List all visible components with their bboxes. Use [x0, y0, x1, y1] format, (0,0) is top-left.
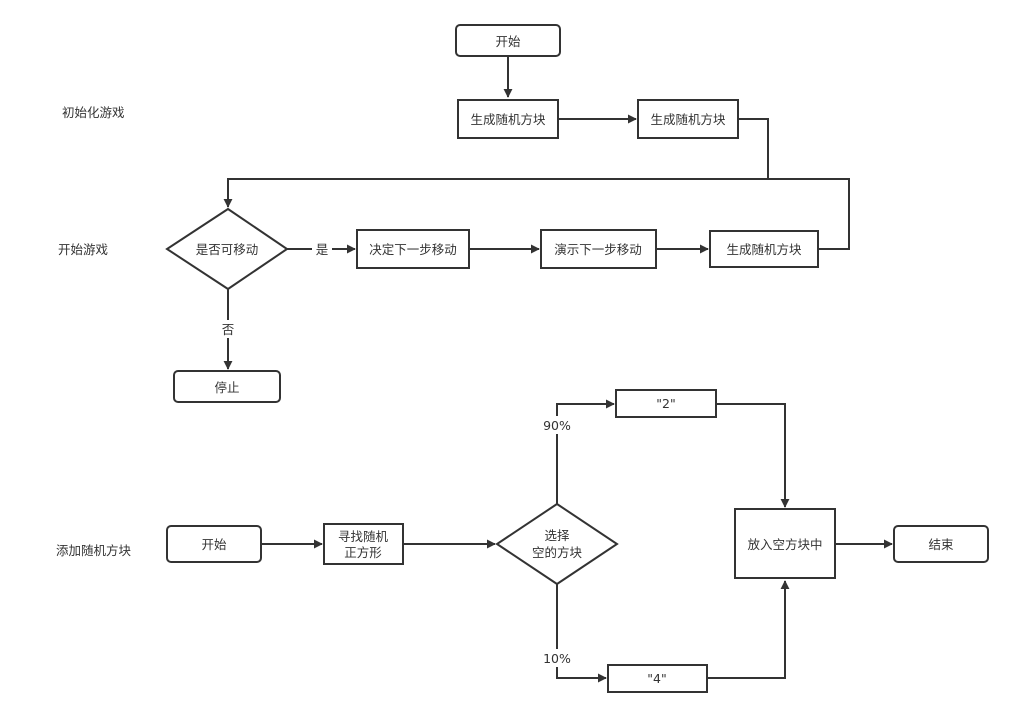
lane-label-play: 开始游戏 — [58, 242, 108, 257]
node-end-label: 结束 — [928, 537, 954, 552]
node-value-4 — [607, 664, 708, 693]
node-gen-random-1-label: 生成随机方块 — [470, 112, 546, 127]
node-value-2 — [615, 389, 717, 418]
node-gen-random-3-label: 生成随机方块 — [726, 242, 802, 257]
node-place-empty-tile — [734, 508, 836, 579]
edge-label-no: 否 — [222, 322, 235, 337]
node-decide-next-move-label: 决定下一步移动 — [369, 242, 457, 257]
node-gen-random-3 — [709, 230, 819, 268]
node-start-add — [166, 525, 262, 563]
edge-4-to-place — [707, 580, 790, 679]
edge-label-90: 90% — [543, 418, 571, 433]
edge-choose-to-2 — [556, 399, 615, 504]
edge-label-no-bg — [218, 320, 238, 338]
node-find-random-square — [323, 523, 404, 565]
node-stop — [173, 370, 281, 403]
node-value-4-label: "4" — [647, 671, 666, 686]
node-choose-empty-decision — [495, 502, 619, 586]
node-value-2-label: "2" — [656, 396, 675, 411]
node-demo-next-move — [540, 229, 657, 269]
node-start-label: 开始 — [495, 34, 521, 49]
node-gen-random-2 — [637, 99, 739, 139]
node-can-move-label: 是否可移动 — [196, 242, 259, 257]
node-can-move-decision — [165, 207, 289, 291]
lane-label-init: 初始化游戏 — [62, 105, 125, 120]
edge-2-to-place — [716, 403, 790, 508]
node-start — [455, 24, 561, 57]
edge-label-90-bg — [539, 416, 575, 434]
node-demo-next-move-label: 演示下一步移动 — [554, 242, 642, 257]
node-gen-random-1 — [457, 99, 559, 139]
node-decide-next-move — [356, 229, 470, 269]
node-find-random-square-line1: 寻找随机 — [338, 529, 389, 544]
node-find-random-square-line2: 正方形 — [344, 545, 382, 560]
lane-label-add: 添加随机方块 — [56, 543, 132, 558]
edge-gen3-loop — [768, 178, 850, 250]
node-end — [893, 525, 989, 563]
node-place-empty-tile-label: 放入空方块中 — [747, 537, 822, 552]
node-choose-empty-line1: 选择 — [544, 528, 570, 543]
node-start-add-label: 开始 — [201, 537, 227, 552]
node-gen-random-2-label: 生成随机方块 — [650, 112, 726, 127]
node-choose-empty-line2: 空的方块 — [532, 545, 583, 560]
edge-label-yes: 是 — [316, 242, 329, 257]
node-stop-label: 停止 — [214, 380, 239, 395]
edge-choose-to-4 — [556, 584, 607, 683]
edge-label-10: 10% — [543, 651, 571, 666]
edge-label-yes-bg — [312, 240, 332, 258]
edge-label-10-bg — [539, 649, 575, 667]
